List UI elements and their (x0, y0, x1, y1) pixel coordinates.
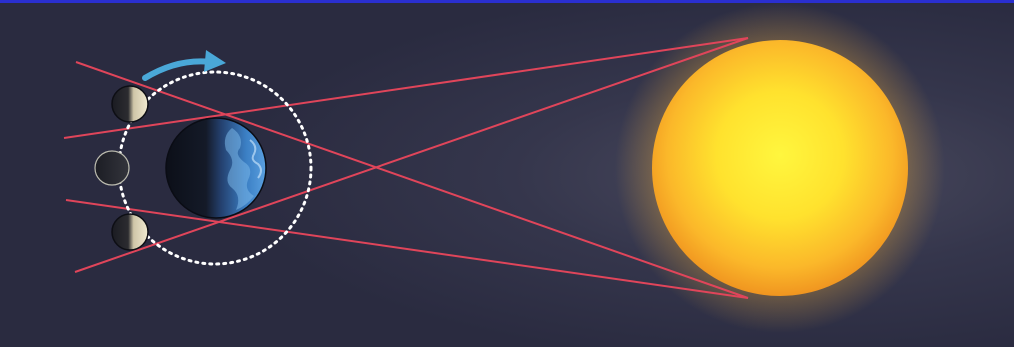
moon-upper (112, 86, 148, 122)
sun (652, 40, 908, 296)
moon-lower (112, 214, 148, 250)
earth (166, 118, 266, 218)
moon-eclipsed (95, 151, 129, 185)
